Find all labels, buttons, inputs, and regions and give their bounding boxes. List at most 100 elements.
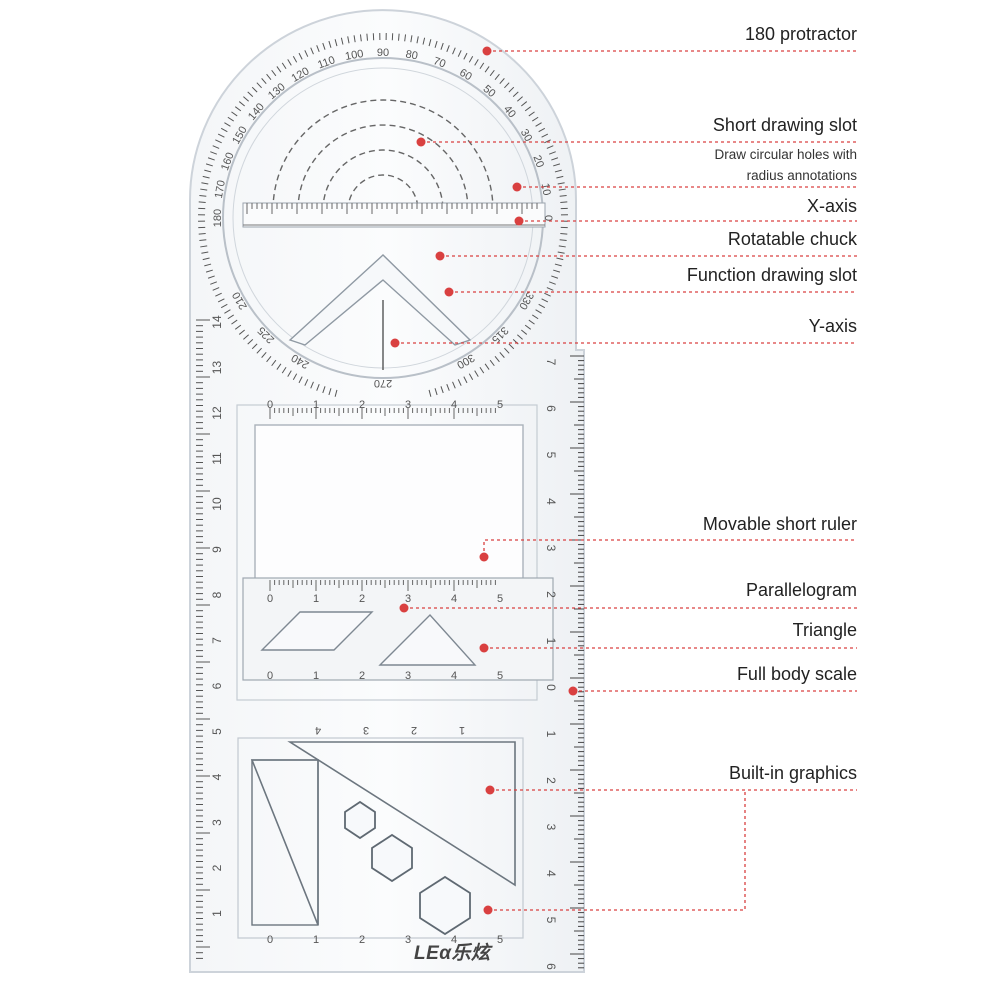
protractor-tick <box>201 182 209 185</box>
full-body-scale-ticks <box>570 355 584 969</box>
protractor-tick <box>231 319 238 325</box>
protractor-tick <box>234 324 242 330</box>
short-ruler-bottom-number: 5 <box>497 670 503 682</box>
protractor-tick <box>468 373 474 381</box>
protractor-tick <box>334 39 338 47</box>
protractor-tick <box>316 45 320 53</box>
function-drawing-slot <box>288 254 472 346</box>
protractor-tick <box>463 376 468 384</box>
callout-short-drawing-slot-sub-1: Draw circular holes with <box>714 147 857 162</box>
callout-movable-short-ruler-label: Movable short ruler <box>702 514 857 534</box>
protractor-tick <box>281 367 287 374</box>
protractor-tick <box>532 116 539 122</box>
protractor-tick <box>201 251 209 254</box>
full-body-scale-number: 7 <box>544 359 558 366</box>
short-ruler-number: 4 <box>451 593 457 605</box>
protractor-tick <box>541 133 549 138</box>
callout-x-axis-label: X-axis <box>806 196 857 216</box>
protractor-tick <box>548 281 556 285</box>
protractor-tick <box>422 37 426 45</box>
left-scale-number: 11 <box>210 452 224 465</box>
protractor-tick <box>512 91 519 97</box>
protractor-tick <box>199 194 207 197</box>
hexagon-large <box>419 875 471 936</box>
protractor-tick <box>224 309 231 314</box>
protractor-tick <box>446 45 450 53</box>
protractor-tick <box>243 96 249 102</box>
lower-bottom-number: 4 <box>451 934 457 946</box>
left-scale-number: 8 <box>210 591 224 598</box>
full-body-scale-number: 1 <box>544 731 558 738</box>
protractor-tick <box>410 35 413 43</box>
protractor-number: 10 <box>539 182 553 196</box>
protractor-tick <box>220 303 228 309</box>
callout-protractor-label: 180 protractor <box>744 24 857 44</box>
protractor-tick <box>558 245 566 248</box>
full-body-scale-number: 0 <box>544 684 558 691</box>
protractor-tick <box>440 42 444 50</box>
window-ruler-number: 5 <box>497 399 503 411</box>
protractor-tick <box>554 169 562 173</box>
left-scale-number: 7 <box>210 637 224 644</box>
protractor-tick <box>535 309 542 314</box>
lower-bottom-number: 5 <box>497 934 503 946</box>
short-ruler-number: 1 <box>313 593 319 605</box>
protractor-tick <box>428 39 432 47</box>
callout-function-drawing-slot-label: Function drawing slot <box>686 265 857 285</box>
left-scale-number: 1 <box>210 910 224 917</box>
protractor-number: 30 <box>518 127 535 144</box>
full-body-scale-number: 4 <box>544 498 558 505</box>
protractor-tick <box>479 367 485 374</box>
callout-line <box>488 790 746 911</box>
protractor-tick <box>199 239 207 242</box>
callout-parallelogram-label: Parallelogram <box>745 580 857 600</box>
protractor-tick <box>220 127 228 133</box>
full-body-scale-number: 4 <box>544 870 558 877</box>
protractor-number: 270 <box>374 377 392 389</box>
protractor-number: 20 <box>530 154 545 170</box>
protractor-tick <box>434 40 438 48</box>
short-ruler-number: 0 <box>267 593 273 605</box>
lower-bottom-number: 3 <box>405 934 411 946</box>
lower-bottom-number: 0 <box>267 934 273 946</box>
callout-short-drawing-slot-sub-2: radius annotations <box>746 168 857 183</box>
left-scale-number: 2 <box>210 864 224 871</box>
protractor-tick <box>198 233 206 235</box>
protractor-tick <box>204 263 212 267</box>
protractor-tick <box>434 388 438 396</box>
full-body-scale-number: 6 <box>544 405 558 412</box>
short-ruler-bottom-number: 1 <box>313 670 319 682</box>
protractor-tick <box>559 194 567 197</box>
brand-logo-text: LEα乐炫 <box>414 943 491 964</box>
left-scale-number: 5 <box>210 728 224 735</box>
lower-frame <box>237 737 524 939</box>
protractor-tick <box>266 73 272 80</box>
protractor-tick <box>452 381 456 389</box>
protractor-tick <box>457 50 462 57</box>
protractor-tick <box>440 386 444 394</box>
lower-ruler-number: 4 <box>315 724 321 736</box>
protractor-number: 160 <box>219 151 237 172</box>
left-scale-number: 3 <box>210 819 224 826</box>
protractor-tick <box>227 314 234 320</box>
protractor-tick <box>494 73 500 80</box>
protractor-tick <box>292 55 298 63</box>
protractor-tick <box>200 188 208 191</box>
protractor-tick <box>556 175 564 179</box>
protractor-tick <box>322 42 326 50</box>
full-body-scale-number: 2 <box>544 777 558 784</box>
protractor-tick <box>334 389 338 397</box>
short-ruler-bottom-number: 4 <box>451 670 457 682</box>
x-axis-bar <box>242 202 546 228</box>
protractor-tick <box>554 263 562 267</box>
protractor-tick <box>247 339 254 345</box>
protractor-number: 0 <box>542 215 554 221</box>
protractor-tick <box>215 292 222 297</box>
x-axis-ticks <box>246 203 538 214</box>
protractor-tick <box>457 379 462 386</box>
protractor-tick <box>557 251 565 254</box>
protractor-tick <box>416 36 419 44</box>
window-ruler-number: 4 <box>451 399 457 411</box>
protractor-number: 80 <box>405 48 419 62</box>
